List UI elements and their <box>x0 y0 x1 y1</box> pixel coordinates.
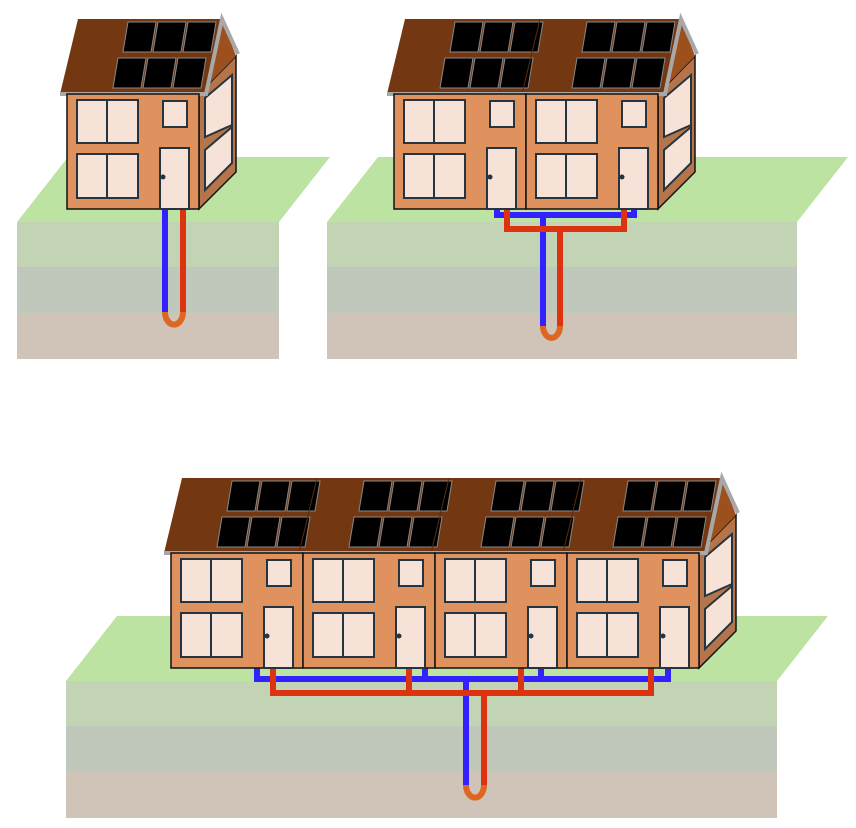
solar-panel <box>256 480 291 512</box>
solar-panel <box>172 57 207 89</box>
solar-panel <box>388 480 423 512</box>
solar-panel <box>490 480 525 512</box>
solar-panel <box>672 516 707 548</box>
solar-panel <box>550 480 585 512</box>
house <box>566 552 700 669</box>
door-knob <box>396 633 402 639</box>
house <box>525 93 659 210</box>
house <box>66 93 200 210</box>
door-knob <box>487 174 493 180</box>
small-window <box>621 100 647 128</box>
solar-panel <box>571 57 606 89</box>
solar-panel <box>142 57 177 89</box>
solar-panel <box>286 480 321 512</box>
solar-panel <box>581 21 616 53</box>
solar-panel <box>611 21 646 53</box>
solar-panel <box>641 21 676 53</box>
roof-divider <box>298 477 318 554</box>
solar-panel <box>112 57 147 89</box>
solar-panel <box>122 21 157 53</box>
solar-panel <box>682 480 717 512</box>
solar-panel <box>601 57 636 89</box>
side-window <box>704 531 733 598</box>
soil-layer-bottom <box>66 772 777 818</box>
solar-panel <box>652 480 687 512</box>
door-knob <box>660 633 666 639</box>
small-window <box>489 100 515 128</box>
solar-panel <box>499 57 534 89</box>
small-window <box>266 559 292 587</box>
solar-panel <box>631 57 666 89</box>
soil-layer-middle <box>17 267 279 313</box>
scene-four-houses <box>66 471 828 818</box>
solar-panel <box>226 480 261 512</box>
solar-panel <box>246 516 281 548</box>
solar-panel <box>509 21 544 53</box>
door <box>527 606 558 669</box>
scene-two-houses <box>327 12 848 359</box>
door-knob <box>528 633 534 639</box>
house <box>170 552 304 669</box>
solar-panel <box>612 516 647 548</box>
solar-panel <box>152 21 187 53</box>
scene-single-house <box>17 12 330 359</box>
small-window <box>162 100 188 128</box>
solar-panel <box>439 57 474 89</box>
soil-layer-top <box>66 681 777 726</box>
solar-panel <box>449 21 484 53</box>
small-window <box>398 559 424 587</box>
door-knob <box>264 633 270 639</box>
solar-panel <box>378 516 413 548</box>
pipe-u-bend <box>162 311 186 328</box>
solar-panel <box>622 480 657 512</box>
house <box>393 93 527 210</box>
solar-panel <box>358 480 393 512</box>
roof-divider <box>562 477 582 554</box>
door <box>395 606 426 669</box>
solar-panel <box>479 21 514 53</box>
side-window <box>204 124 233 193</box>
solar-panel <box>276 516 311 548</box>
soil-layer-bottom <box>17 313 279 359</box>
pipe-u-bend <box>540 325 563 341</box>
soil-layer-top <box>17 222 279 267</box>
house <box>302 552 436 669</box>
door-knob <box>619 174 625 180</box>
solar-panel <box>469 57 504 89</box>
door-knob <box>160 174 166 180</box>
solar-panel <box>408 516 443 548</box>
solar-panel <box>642 516 677 548</box>
side-window <box>204 72 233 139</box>
soil-layer-middle <box>66 726 777 772</box>
small-window <box>662 559 688 587</box>
side-window <box>663 124 692 193</box>
solar-panel <box>510 516 545 548</box>
solar-panel <box>418 480 453 512</box>
solar-panel <box>216 516 251 548</box>
roof-divider <box>430 477 450 554</box>
solar-panel <box>520 480 555 512</box>
side-window <box>663 72 692 139</box>
solar-panel <box>182 21 217 53</box>
pipe-u-bend <box>463 784 487 801</box>
solar-panel <box>540 516 575 548</box>
side-window <box>704 583 733 652</box>
small-window <box>530 559 556 587</box>
solar-panel <box>480 516 515 548</box>
roof-divider <box>521 18 541 95</box>
house <box>434 552 568 669</box>
solar-panel <box>348 516 383 548</box>
